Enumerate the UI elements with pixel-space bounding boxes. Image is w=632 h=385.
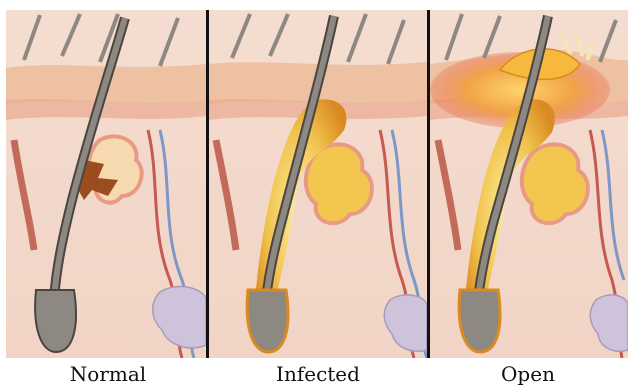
caption-normal: Normal <box>70 362 146 385</box>
caption-open: Open <box>501 362 555 385</box>
sebaceous-gland <box>306 144 372 223</box>
panel-open <box>430 10 628 358</box>
hair-bulb <box>459 290 500 352</box>
hair-bulb <box>247 290 288 352</box>
panel-normal <box>6 10 206 358</box>
caption-infected: Infected <box>276 362 360 385</box>
hair-bulb <box>35 290 76 352</box>
sebaceous-gland <box>522 144 588 223</box>
panel-infected <box>209 10 427 358</box>
